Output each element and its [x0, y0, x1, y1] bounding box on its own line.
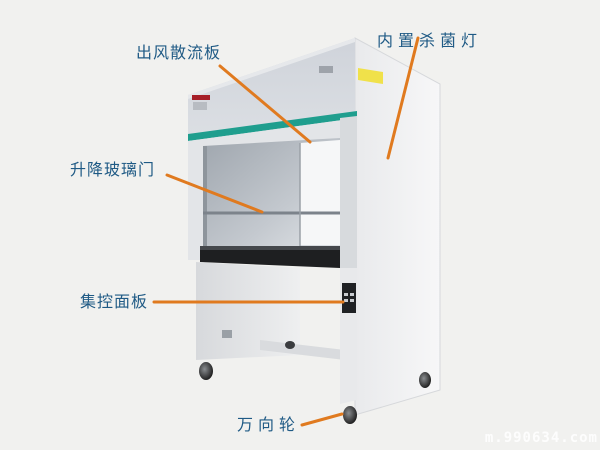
leader-glass-door [165, 173, 264, 214]
leader-casters [300, 412, 344, 427]
header-panel [188, 38, 357, 165]
nameplate [319, 66, 333, 73]
work-surface [200, 246, 340, 268]
caster-wheels [199, 341, 431, 424]
label-uv-lamp: 内置杀菌灯 [377, 31, 483, 50]
work-chamber [188, 116, 357, 270]
watermark: m.990634.com [484, 430, 598, 446]
glass-door-frame [203, 146, 207, 251]
leader-diffuser [218, 64, 312, 144]
power-socket [222, 330, 232, 338]
control-panel [342, 283, 356, 313]
side-panel [354, 37, 441, 416]
label-casters: 万向轮 [237, 415, 301, 434]
warning-label [192, 95, 210, 100]
leader-uv-lamp [386, 36, 420, 160]
label-glass-door: 升降玻璃门 [70, 160, 156, 179]
label-diffuser: 出风散流板 [136, 43, 222, 62]
uv-lamp-sticker [358, 68, 383, 84]
label-control-panel: 集控面板 [80, 292, 149, 311]
crossbar [260, 340, 345, 360]
base-stand [196, 262, 357, 404]
accent-stripe [188, 111, 357, 141]
leader-lines [152, 36, 420, 427]
